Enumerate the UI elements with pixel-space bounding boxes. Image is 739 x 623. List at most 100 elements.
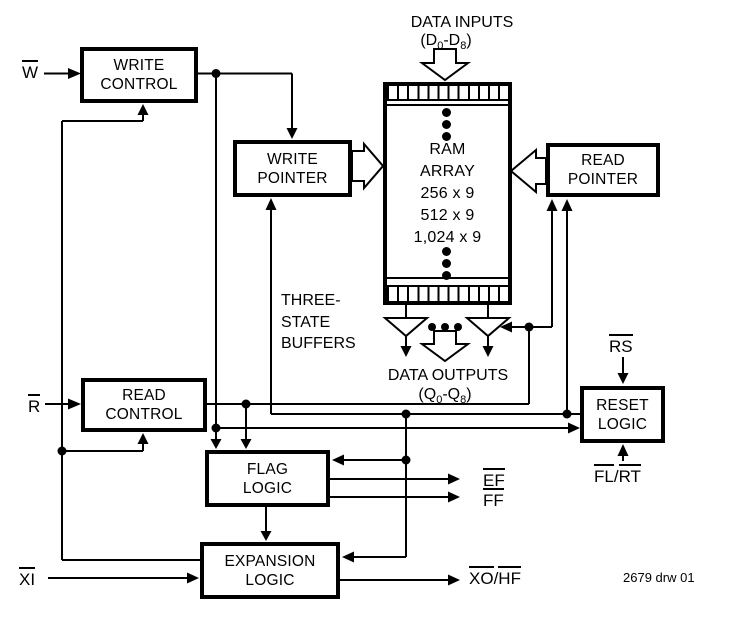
wire-flrt-input [617, 444, 629, 461]
arrowhead [448, 574, 460, 586]
ram-input-register-row [387, 86, 508, 101]
wire-r-input [45, 398, 81, 410]
write-control-block: WRITE CONTROL [80, 47, 198, 103]
arrowhead [68, 68, 81, 79]
block-label: LOGIC [242, 479, 293, 497]
bus-subscript: 0 [436, 394, 443, 407]
bus-subscript: 8 [460, 40, 467, 53]
ellipsis-dot [441, 323, 449, 331]
ram-ellipsis-dot [442, 259, 451, 268]
signal-text: / [493, 569, 499, 588]
ram-output-register-row [387, 285, 508, 303]
arrowhead [332, 454, 344, 466]
arrowhead [265, 198, 277, 210]
arrowhead [210, 439, 222, 449]
signal-text: / [613, 467, 619, 486]
arrowhead [568, 422, 580, 434]
write-pointer-bus-arrow [351, 141, 385, 191]
signal-flrt-label: FL/RT [594, 464, 641, 486]
ram-array-block: RAM ARRAY 256 x 9 512 x 9 1,024 x 9 [383, 82, 512, 305]
signal-xohf-label: XO/HF [469, 566, 521, 588]
three-state-buffers-label: THREE- STATE BUFFERS [281, 290, 356, 355]
data-inputs-bus-arrow [418, 48, 472, 82]
signal-w-label: W [22, 60, 39, 82]
block-label: POINTER [567, 171, 639, 188]
expansion-logic-block: EXPANSION LOGIC [200, 542, 340, 599]
ram-size-option: 256 x 9 [420, 185, 475, 202]
ram-divider-line [387, 277, 508, 279]
ram-ellipsis-dot [442, 120, 451, 129]
flag-logic-block: FLAG LOGIC [205, 450, 330, 507]
wire-expansion-feedback [57, 104, 200, 561]
block-label: LOGIC [597, 415, 648, 433]
buffer-triangle [382, 317, 430, 338]
wire-read-clock [207, 199, 558, 449]
block-label: WRITE [267, 150, 318, 168]
signal-ef-label: EF [483, 468, 505, 490]
arrowhead [137, 433, 149, 444]
reset-logic-block: RESET LOGIC [580, 386, 665, 443]
arrowhead [187, 572, 199, 584]
ram-ellipsis-dot [442, 271, 451, 280]
bus-subscript: 0 [437, 40, 444, 53]
block-label: READ [581, 152, 625, 169]
arrowhead [260, 531, 272, 541]
arrowhead [500, 321, 512, 333]
ram-ellipsis-dot [442, 132, 451, 141]
signal-text: EF [483, 468, 505, 490]
signal-text: XO [469, 566, 494, 588]
signal-ff-label: FF [483, 488, 504, 510]
arrowhead [482, 346, 494, 357]
signal-xi-label: XI [19, 567, 36, 589]
label-line: THREE- [281, 292, 341, 309]
block-label: FLAG [246, 460, 289, 478]
bus-subscript: 8 [460, 394, 467, 407]
arrowhead [137, 104, 149, 115]
block-label: EXPANSION [224, 552, 316, 570]
signal-text: HF [498, 566, 521, 588]
arrowhead [617, 373, 629, 384]
arrowhead [342, 551, 354, 563]
buffer-triangle [464, 317, 512, 338]
data-outputs-label: DATA OUTPUTS [387, 367, 509, 384]
wire-w-input [44, 68, 81, 79]
block-label: WRITE [113, 57, 165, 74]
block-label: RAM [429, 141, 466, 158]
drawing-number: 2679 drw 01 [623, 570, 695, 585]
arrowhead [400, 346, 412, 357]
arrowhead [617, 444, 629, 456]
arrowhead [240, 439, 252, 449]
write-pointer-block: WRITE POINTER [233, 140, 352, 197]
ram-ellipsis-dot [442, 247, 451, 256]
read-pointer-bus-arrow [509, 147, 547, 195]
bus-text: (Q [418, 386, 437, 403]
arrowhead [561, 199, 573, 211]
ram-ellipsis-dot [442, 108, 451, 117]
block-label: CONTROL [100, 76, 178, 93]
bus-text: -Q [442, 386, 461, 403]
signal-text: FL [594, 464, 614, 486]
ram-divider-line [387, 104, 508, 106]
bus-text: ) [466, 32, 472, 49]
ram-array-label: RAM ARRAY 256 x 9 512 x 9 1,024 x 9 [387, 139, 508, 249]
data-inputs-label: DATA INPUTS [410, 14, 514, 31]
bus-text: (D [420, 32, 438, 49]
signal-text: R [28, 394, 41, 416]
signal-text: RS [609, 334, 633, 356]
wire-write-clock [198, 69, 580, 449]
ram-size-option: 1,024 x 9 [413, 229, 482, 246]
ram-size-option: 512 x 9 [420, 207, 475, 224]
wire-xohf-output [340, 574, 460, 586]
arrowhead [286, 128, 298, 139]
data-outputs-bus-label: (Q0-Q8) [385, 385, 505, 407]
signal-text: FF [483, 488, 504, 510]
three-state-buffers [382, 305, 512, 357]
wire-ef-output [330, 473, 460, 485]
bus-text: ) [466, 386, 472, 403]
signal-text: W [22, 60, 39, 82]
wire-flag-to-expansion [260, 507, 272, 541]
label-line: STATE [281, 313, 331, 331]
read-control-block: READ CONTROL [81, 378, 207, 432]
